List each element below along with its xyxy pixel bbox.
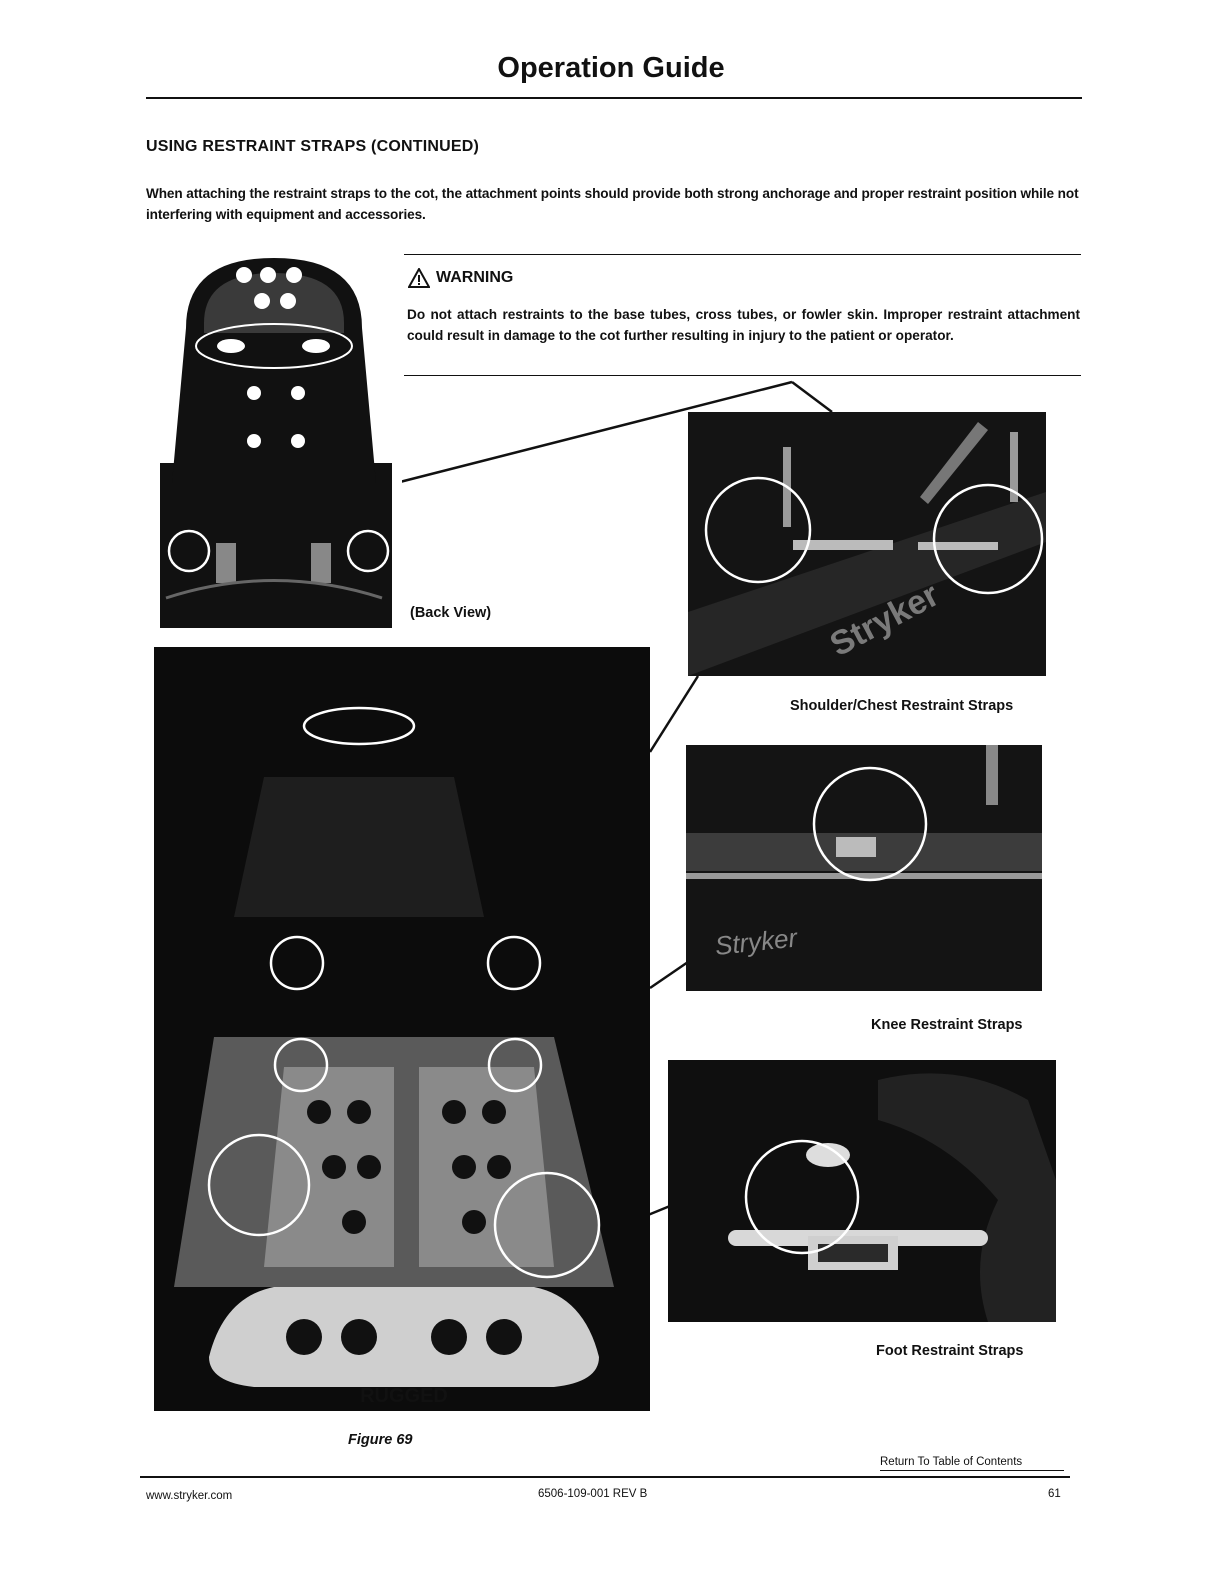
back-view-label: (Back View)	[410, 605, 492, 621]
figure-label: Figure 69	[348, 1432, 413, 1448]
warning-icon	[408, 268, 430, 288]
warning-heading: WARNING	[408, 268, 513, 288]
header-rule	[146, 97, 1082, 99]
intro-paragraph: When attaching the restraint straps to t…	[146, 186, 1079, 222]
warning-text: Do not attach restraints to the base tub…	[407, 307, 1080, 343]
footer-page-number: 61	[1048, 1488, 1061, 1500]
shoulder-chest-caption: Shoulder/Chest Restraint Straps	[790, 698, 1014, 714]
return-to-toc-link[interactable]: Return To Table of Contents	[880, 1456, 1023, 1468]
return-link-underline	[880, 1470, 1064, 1471]
footer-rule	[140, 1476, 1070, 1478]
knee-caption: Knee Restraint Straps	[871, 1017, 1023, 1033]
warning-top-rule	[404, 254, 1081, 255]
footer-doc-number: 6506-109-001 REV B	[538, 1488, 648, 1500]
warning-title: WARNING	[436, 269, 514, 286]
knee-photo: Stryker	[686, 745, 1042, 991]
foot-photo	[668, 1060, 1056, 1322]
page-title: Operation Guide	[497, 52, 725, 84]
footer-website: www.stryker.com	[146, 1490, 233, 1502]
shoulder-chest-photo: Stryker	[688, 412, 1046, 676]
back-view-photo	[146, 253, 402, 628]
foot-caption: Foot Restraint Straps	[876, 1343, 1024, 1359]
main-cot-photo: RUGGED	[154, 647, 650, 1411]
rugged-logo-text: RUGGED	[360, 1385, 448, 1407]
warning-bottom-rule	[404, 375, 1081, 376]
section-heading: USING RESTRAINT STRAPS (CONTINUED)	[146, 138, 480, 155]
